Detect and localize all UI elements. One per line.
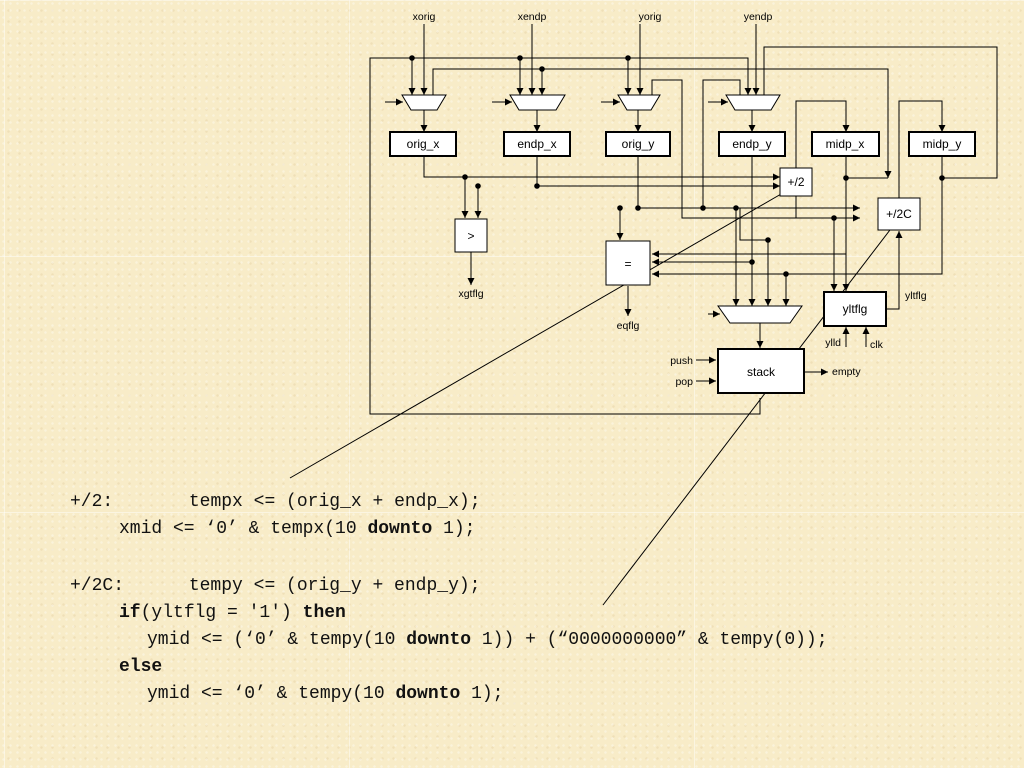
register-orig-x: orig_x [389,131,457,157]
code-line-1: +/2: tempx <= (orig_x + endp_x); [70,489,481,516]
stack-box: stack [717,348,805,394]
mux-endp-x [509,94,566,111]
register-endp-y-label: endp_y [732,137,771,151]
input-label-xendp: xendp [518,11,547,23]
mux-orig-x [401,94,447,111]
register-orig-x-label: orig_x [407,137,440,151]
code-l7-keyword: downto [395,684,461,704]
register-yltflg: yltflg [823,291,887,327]
output-label-yltflg: yltflg [905,290,927,302]
code-line-2: xmid <= ‘0’ & tempx(10 downto 1); [119,516,475,543]
signal-label-empty: empty [832,366,861,378]
junction-dots [409,55,945,277]
signal-label-pop: pop [675,376,693,388]
gt-comparator-box: > [454,218,488,253]
mux-stack-input [717,305,803,324]
div2c-label: +/2C [886,207,912,221]
register-endp-x: endp_x [503,131,571,157]
code-l1-label: +/2: [70,492,114,512]
code-l6-else: else [119,657,163,677]
code-l4-if: if [119,603,141,623]
div2c-box: +/2C [877,197,921,231]
mux-endp-y [725,94,781,111]
input-label-xorig: xorig [413,11,436,23]
register-endp-x-label: endp_x [517,137,556,151]
code-l4-mid: (yltflg = '1') [140,603,303,623]
div2-label: +/2 [787,175,804,189]
register-orig-y-label: orig_y [622,137,655,151]
code-l2-post: 1); [432,519,476,539]
signal-label-ylld: ylld [825,337,841,349]
eq-comparator-label: = [624,257,631,271]
eq-comparator-box: = [605,240,651,286]
code-l4-then: then [302,603,346,623]
signal-label-push: push [670,355,693,367]
register-yltflg-label: yltflg [843,302,868,316]
code-line-7: ymid <= ‘0’ & tempy(10 downto 1); [147,681,503,708]
code-line-6: else [119,654,162,681]
register-midp-y: midp_y [908,131,976,157]
code-l3-label: +/2C: [70,576,125,596]
stack-label: stack [747,365,776,379]
output-label-eqflg: eqflg [617,320,640,332]
code-l2-pre: xmid <= ‘0’ & tempx(10 [119,519,368,539]
code-l5-keyword: downto [406,630,472,650]
register-midp-x: midp_x [811,131,880,157]
register-midp-y-label: midp_y [923,137,962,151]
code-line-5: ymid <= (‘0’ & tempy(10 downto 1)) + (“0… [147,627,828,654]
wires [289,24,998,606]
signal-label-clk: clk [870,339,884,351]
code-l1-rest: tempx <= (orig_x + endp_x); [188,492,481,512]
register-orig-y: orig_y [605,131,671,157]
mux-orig-y [617,94,661,111]
code-l7-pre: ymid <= ‘0’ & tempy(10 [147,684,396,704]
input-label-yendp: yendp [744,11,773,23]
code-line-3: +/2C: tempy <= (orig_y + endp_y); [70,573,480,600]
output-label-xgtflg: xgtflg [458,288,483,300]
register-endp-y: endp_y [718,131,786,157]
input-label-yorig: yorig [639,11,662,23]
code-l3-rest: tempy <= (orig_y + endp_y); [188,576,481,596]
code-l7-post: 1); [460,684,504,704]
register-midp-x-label: midp_x [826,137,865,151]
code-l5-post: 1)) + (“0000000000” & tempy(0)); [471,630,828,650]
code-l5-pre: ymid <= (‘0’ & tempy(10 [147,630,407,650]
div2-box: +/2 [779,167,813,197]
code-l2-keyword: downto [367,519,433,539]
code-line-4: if(yltflg = '1') then [119,600,346,627]
gt-comparator-label: > [467,229,474,243]
